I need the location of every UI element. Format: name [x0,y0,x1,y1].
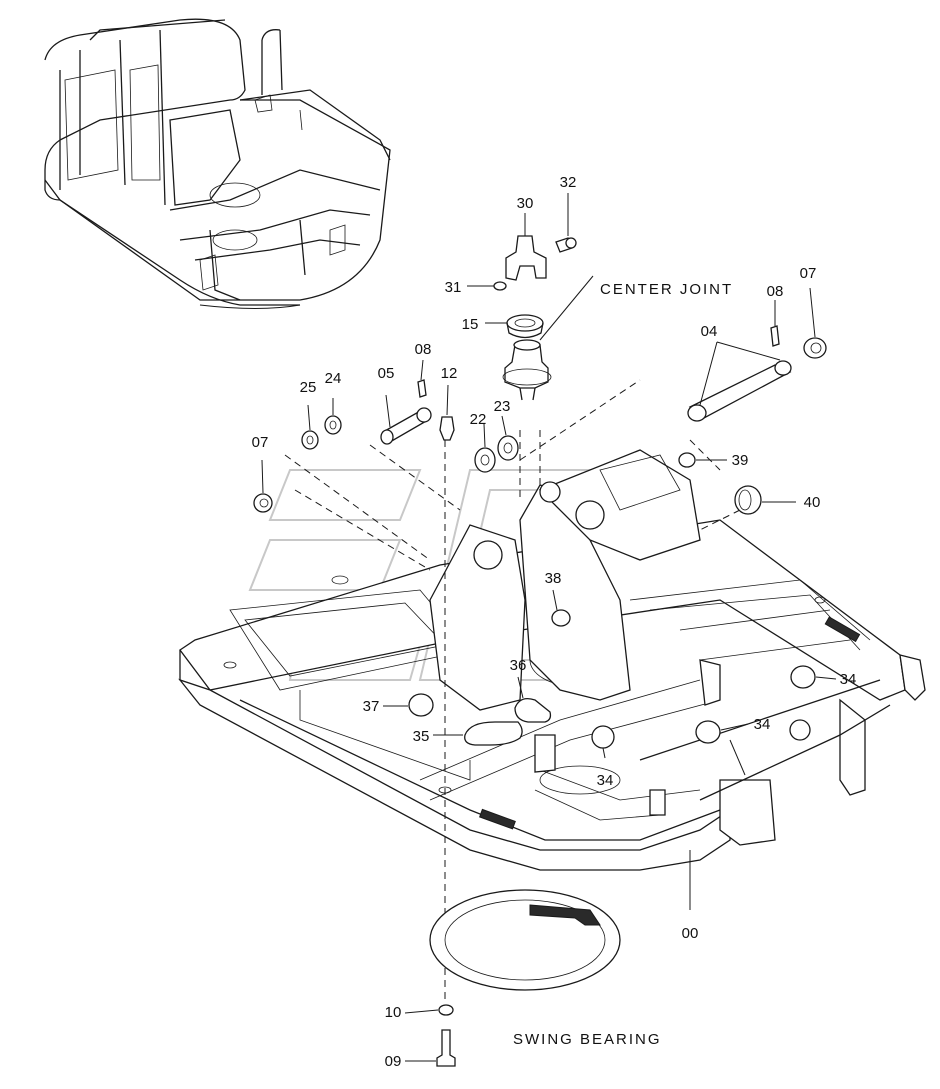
label-38: 38 [545,570,562,587]
label-09: 09 [385,1053,402,1070]
label-15: 15 [462,316,479,333]
label-08-left: 08 [415,341,432,358]
label-30: 30 [517,195,534,212]
label-07-right: 07 [800,265,817,282]
label-22: 22 [470,411,487,428]
cab-overview-inset [44,18,391,309]
label-08-right: 08 [767,283,784,300]
small-parts [253,235,827,1067]
label-37: 37 [363,698,380,715]
label-04: 04 [701,323,718,340]
main-frame-00 [178,449,926,871]
label-34-left: 34 [597,772,614,789]
label-24: 24 [325,370,342,387]
assembly-guide-lines [284,379,741,1000]
caption-center-joint: CENTER JOINT [600,281,733,298]
leader-lines [261,193,837,1062]
label-10: 10 [385,1004,402,1021]
label-32: 32 [560,174,577,191]
part-number-labels: 30 32 31 15 CENTER JOINT 04 08 07 08 12 … [252,174,857,1070]
label-07-left: 07 [252,434,269,451]
label-25: 25 [300,379,317,396]
label-40: 40 [804,494,821,511]
label-35: 35 [413,728,430,745]
caption-swing-bearing: SWING BEARING [513,1031,662,1048]
label-34-middle: 34 [754,716,771,733]
label-31: 31 [445,279,462,296]
label-39: 39 [732,452,749,469]
label-36: 36 [510,657,527,674]
label-23: 23 [494,398,511,415]
label-05: 05 [378,365,395,382]
label-12: 12 [441,365,458,382]
label-34-right: 34 [840,671,857,688]
label-00: 00 [682,925,699,942]
